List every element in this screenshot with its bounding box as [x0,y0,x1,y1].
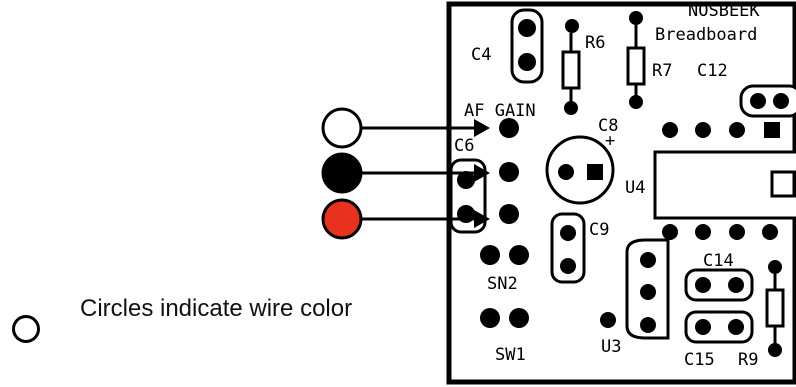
ic-pad [662,122,678,138]
u3-pad [640,252,656,268]
ic-pad [762,224,778,240]
red-wire-arrowhead [474,210,490,228]
r7-pad [629,11,643,25]
c6-label: C6 [454,136,474,156]
c12-pad [750,93,766,109]
u3-side-pad [600,312,616,328]
r9-pad [768,260,782,274]
r9-pad [768,343,782,357]
af-gain-pad [499,118,519,138]
r9-label: R9 [738,350,758,370]
white-wire-circle [321,107,363,149]
c6-pad [457,171,475,189]
c14-label: C14 [703,251,734,271]
breadboard-label: Breadboard [655,25,757,45]
c8-label: C8 [598,116,618,136]
ic-pad-square [764,122,780,138]
c9-outline [550,212,586,284]
r6-label: R6 [585,33,605,53]
pcb-header-label: NOSBEEK [688,1,760,21]
r7-label: R7 [652,61,672,81]
r7-pad [629,95,643,109]
u3-pad [640,317,656,333]
c9-label: C9 [589,220,609,240]
sn2-pad [480,245,500,265]
ic-pad [695,122,711,138]
c9-pad [560,225,576,241]
wire-marker-white [321,107,490,149]
sn2-label: SN2 [487,274,518,294]
legend-circle-icon [12,315,40,343]
r6-pad [565,19,579,33]
c15-label: C15 [684,350,715,370]
c8-plus: + [605,131,615,151]
ic-pad [729,122,745,138]
r6-body [561,50,581,90]
c15-pad [695,319,711,335]
wire-marker-black [321,152,490,194]
sw1-pad [480,308,500,328]
sn2-pad [509,245,529,265]
c12-label: C12 [697,61,728,81]
c4-pad [518,53,536,71]
c15-pad [728,319,744,335]
af-gain-pad [499,162,519,182]
ic-pad [695,224,711,240]
c14-pad [728,277,744,293]
af-gain-pad [499,204,519,224]
black-wire-arrowhead [474,164,490,182]
c14-pad [695,277,711,293]
c8-outline [545,135,615,205]
r7-body [626,46,646,86]
c9-pad [560,258,576,274]
c4-label: C4 [471,45,491,65]
red-wire-circle [321,198,363,240]
ic-pad [729,224,745,240]
sw1-label: SW1 [495,345,526,365]
af-gain-label: AF GAIN [464,101,536,121]
c8-pad [558,164,574,180]
r9-body [765,288,785,328]
u3-pad [640,284,656,300]
u3-label: U3 [601,337,621,357]
c8-pad-square [587,164,603,180]
legend-text: Circles indicate wire color [80,295,353,322]
ic-pad [662,224,678,240]
u4-label: U4 [625,178,645,198]
u4-outline [653,150,796,220]
r6-pad [564,101,578,115]
c12-pad [773,93,789,109]
black-wire-circle [321,152,363,194]
c4-pad [518,19,536,37]
sw1-pad [509,308,529,328]
wire-marker-red [321,198,490,240]
white-wire-arrowhead [474,119,490,137]
